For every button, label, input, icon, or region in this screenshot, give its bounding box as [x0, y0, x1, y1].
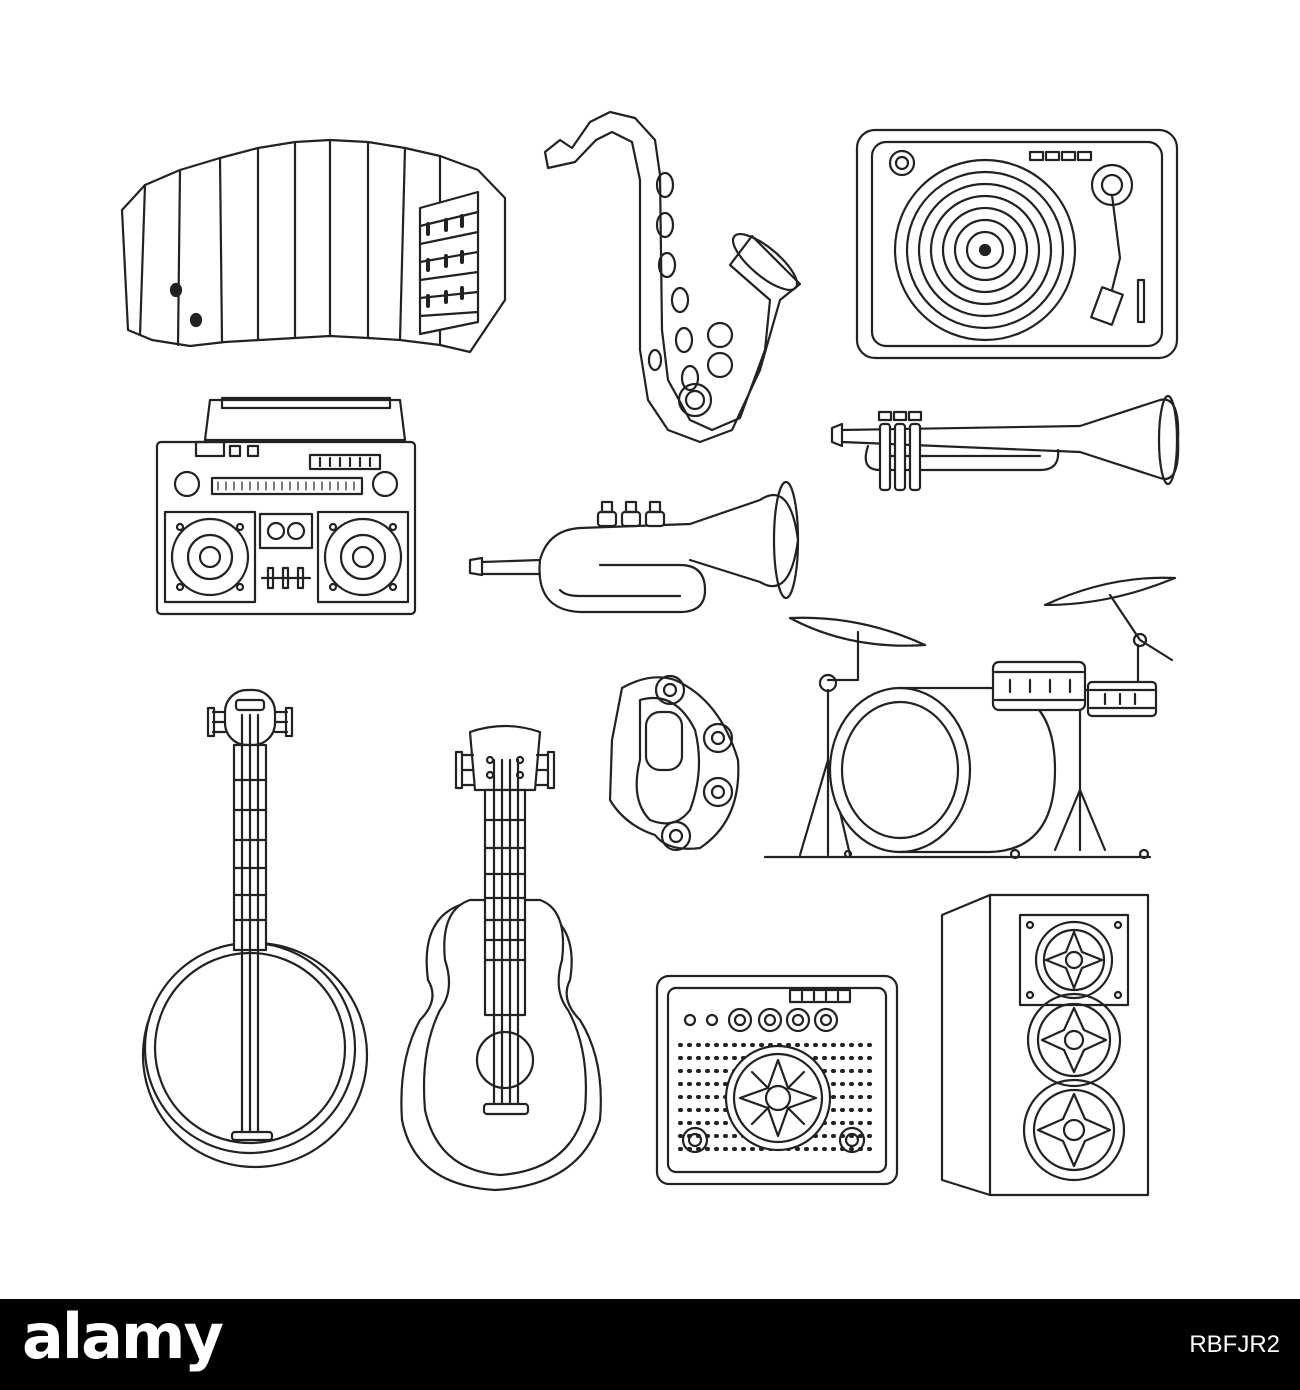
amplifier-icon — [657, 976, 897, 1184]
guitar-icon — [401, 726, 600, 1190]
bugle-icon — [470, 482, 798, 612]
banjo-icon — [143, 690, 367, 1167]
speaker-icon — [942, 895, 1148, 1195]
tambourine-icon — [610, 676, 738, 850]
accordion-icon — [122, 140, 505, 352]
turntable-icon — [857, 130, 1177, 358]
image-id-label: RBFJR2 — [1189, 1331, 1280, 1358]
trumpet-icon — [832, 396, 1178, 490]
watermark-footer — [0, 1299, 1300, 1390]
watermark-logo: alamy — [22, 1300, 224, 1373]
saxophone-icon — [545, 112, 805, 442]
boombox-icon — [157, 398, 415, 614]
instrument-icon-set — [0, 0, 1300, 1299]
drum-kit-icon — [765, 578, 1175, 858]
